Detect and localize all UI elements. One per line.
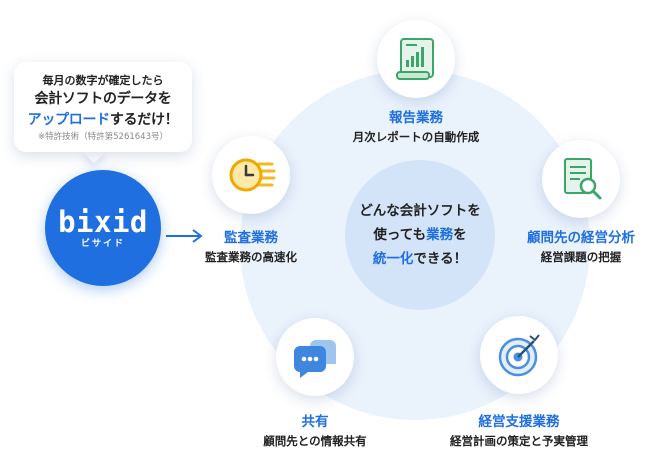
- analysis-subtitle: 経営課題の把握: [540, 250, 622, 264]
- arrow-right-icon: [166, 229, 203, 243]
- support-subtitle: 経営計画の策定と予実管理: [450, 434, 588, 448]
- audit-subtitle: 監査業務の高速化: [205, 250, 297, 264]
- share-label: 共有 顧問先との情報共有: [240, 412, 390, 450]
- bubble-line-1: 毎月の数字が確定したら: [42, 74, 164, 87]
- chat-bubble-icon: [294, 340, 336, 378]
- analysis-label: 顧問先の経営分析 経営課題の把握: [506, 228, 650, 266]
- bixid-logo: bixid ビサイド: [45, 170, 161, 286]
- audit-node: [212, 136, 290, 214]
- share-title: 共有: [301, 414, 329, 430]
- center-line-2: 使っても業務を: [373, 227, 467, 243]
- bubble-line-3: アップロードするだけ！: [27, 112, 179, 128]
- share-subtitle: 顧問先との情報共有: [263, 434, 367, 448]
- logo-kana: ビサイド: [80, 239, 125, 249]
- analysis-title: 顧問先の経営分析: [527, 230, 635, 246]
- center-line-1: どんな会計ソフトを: [359, 203, 481, 219]
- logo-name: bixid: [58, 205, 148, 239]
- audit-label: 監査業務 監査業務の高速化: [176, 228, 326, 266]
- report-node: [377, 20, 455, 98]
- report-chart-icon: [396, 38, 434, 80]
- report-label: 報告業務 月次レポートの自動作成: [328, 108, 504, 146]
- patent-note: ※特許技術（特許第5261643号）: [38, 132, 168, 142]
- speech-bubble: 毎月の数字が確定したら 会計ソフトのデータを アップロードするだけ！ ※特許技術…: [14, 62, 192, 152]
- report-title: 報告業務: [389, 110, 443, 126]
- target-arrow-icon: [498, 334, 540, 377]
- share-node: [276, 318, 354, 396]
- fast-clock-icon: [229, 158, 276, 192]
- bubble-line-2: 会計ソフトのデータを: [34, 91, 172, 107]
- document-search-icon: [564, 158, 602, 200]
- audit-title: 監査業務: [224, 230, 278, 246]
- support-node: [480, 316, 558, 394]
- report-subtitle: 月次レポートの自動作成: [352, 130, 480, 144]
- analysis-node: [542, 140, 620, 218]
- center-message: どんな会計ソフトを 使っても業務を 統一化できる！: [345, 160, 495, 310]
- support-title: 経営支援業務: [478, 414, 560, 430]
- support-label: 経営支援業務 経営計画の策定と予実管理: [440, 412, 598, 450]
- center-line-3: 統一化できる！: [372, 251, 468, 267]
